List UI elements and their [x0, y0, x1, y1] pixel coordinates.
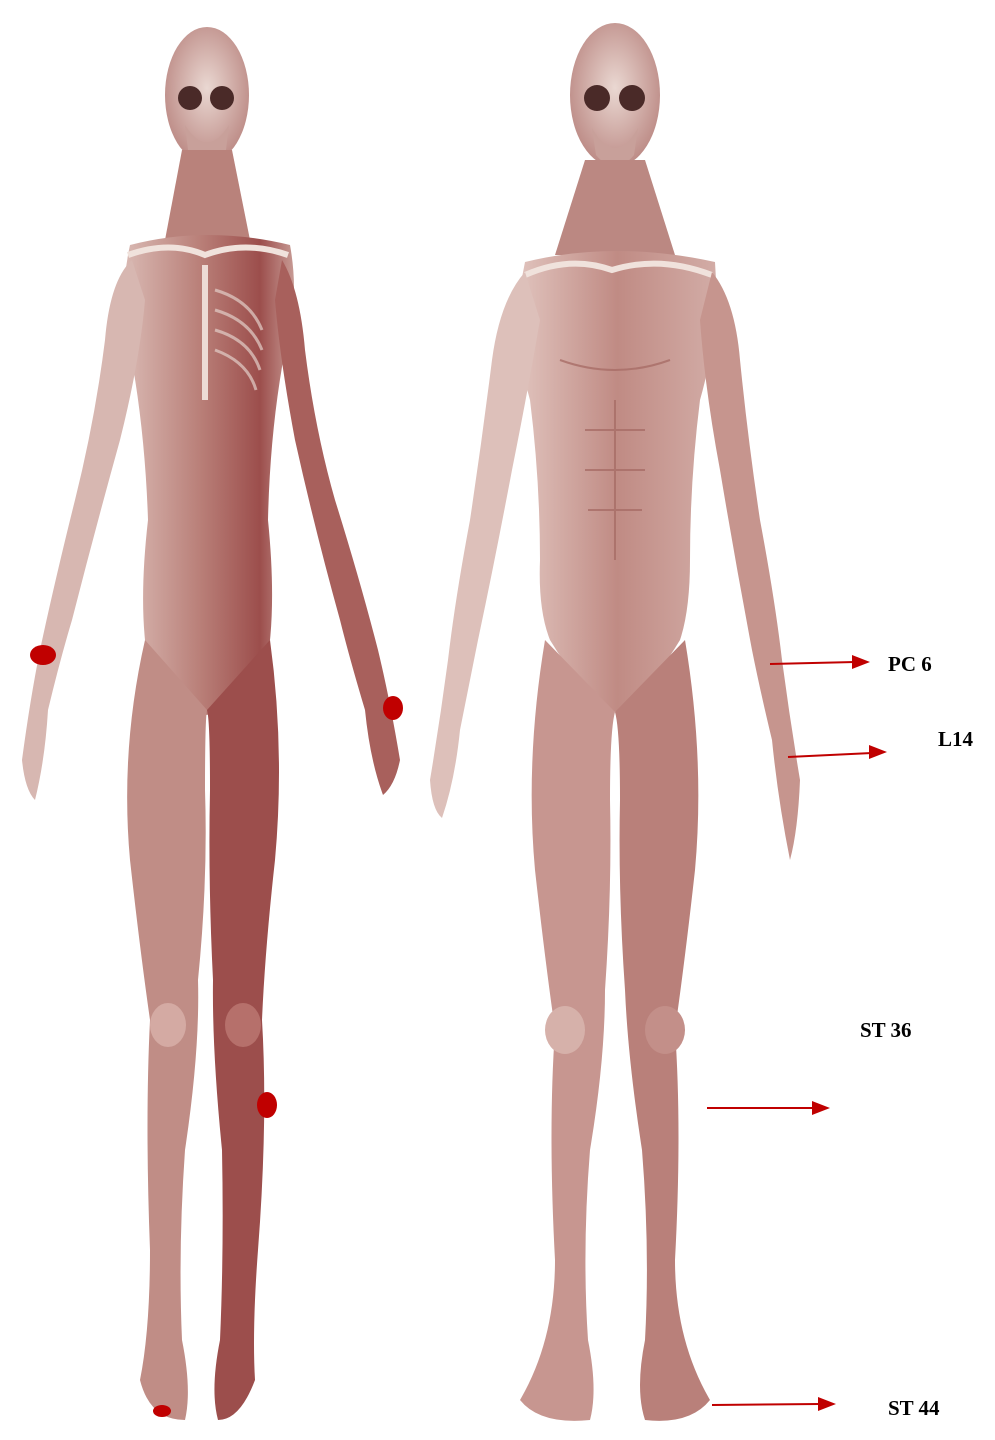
female-knee-right — [150, 1003, 186, 1047]
male-eye-socket-left — [584, 85, 610, 111]
female-arm-right — [22, 260, 145, 800]
label-l14: L14 — [938, 727, 973, 752]
male-knee-left — [645, 1006, 685, 1054]
male-head — [570, 23, 660, 167]
male-eye-socket-right — [619, 85, 645, 111]
male-neck — [555, 160, 675, 255]
label-st36: ST 36 — [860, 1018, 912, 1043]
marker-wrist-right — [30, 645, 56, 665]
male-knee-right — [545, 1006, 585, 1054]
female-knee-left — [225, 1003, 261, 1047]
arrow-l14 — [788, 745, 887, 759]
female-figure — [22, 27, 403, 1420]
female-neck — [165, 150, 250, 240]
male-arm-left — [700, 272, 800, 860]
label-pc6: PC 6 — [888, 652, 932, 677]
female-arm-left — [275, 260, 400, 795]
arrow-st44 — [712, 1397, 836, 1411]
female-eye-socket-left — [178, 86, 202, 110]
marker-shin — [257, 1092, 277, 1118]
marker-foot — [153, 1405, 171, 1417]
male-torso — [519, 251, 716, 712]
male-arm-right — [430, 272, 540, 818]
arrow-st36 — [707, 1101, 830, 1115]
marker-wrist-left — [383, 696, 403, 720]
arrow-pc6 — [770, 655, 870, 669]
male-figure — [430, 23, 800, 1421]
female-eye-socket-right — [210, 86, 234, 110]
label-st44: ST 44 — [888, 1396, 940, 1421]
